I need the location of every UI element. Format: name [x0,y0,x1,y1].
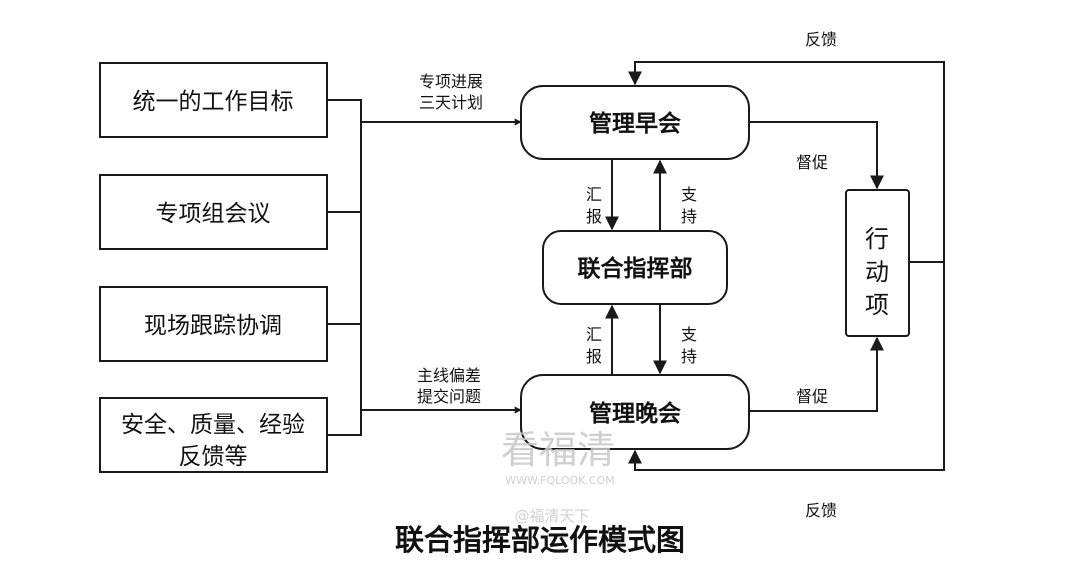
label-support-bottom-1: 支 [681,325,697,344]
label-support-bottom-2: 持 [681,347,697,366]
input-label-safety-line1: 安全、质量、经验 [121,412,305,438]
watermark-name: 看福清 [501,428,615,472]
command-center-box: 联合指挥部 [542,230,728,305]
input-bracket [327,99,522,436]
action-item-box: 行 动 项 [845,189,910,337]
label-feedback-top: 反馈 [805,30,837,49]
morning-meeting-box: 管理早会 [520,85,750,160]
action-label-1: 行 [865,225,889,253]
label-report-bottom-1: 汇 [586,325,602,344]
input-box-goal: 统一的工作目标 [99,62,328,138]
label-three-day-plan: 三天计划 [419,93,483,112]
action-label-3: 项 [865,291,889,319]
watermark: 看福清 WWW.FQLOOK.COM @福清天下 [501,428,615,525]
label-feedback-bottom: 反馈 [805,501,837,520]
label-progress: 专项进展 [419,72,483,91]
input-box-site-tracking: 现场跟踪协调 [99,286,328,362]
arrow-urge-bottom [749,336,884,412]
arrow-urge-top [749,121,884,190]
input-label-safety-line2: 反馈等 [179,444,248,470]
input-label-special-meeting: 专项组会议 [156,201,271,227]
label-urge-bottom: 督促 [796,387,828,406]
label-mainline-deviation: 主线偏差 [417,366,481,385]
morning-meeting-label: 管理早会 [589,110,681,137]
input-box-special-meeting: 专项组会议 [99,174,328,250]
input-label-site-tracking: 现场跟踪协调 [144,313,282,339]
watermark-handle: @福清天下 [514,507,589,525]
label-report-top-1: 汇 [586,185,602,204]
command-center-label: 联合指挥部 [578,255,693,282]
label-submit-issues: 提交问题 [417,387,481,406]
input-label-goal: 统一的工作目标 [133,89,294,115]
arrow-feedback-bottom [628,262,945,471]
watermark-url: WWW.FQLOOK.COM [505,474,614,487]
label-report-top-2: 报 [586,207,602,226]
label-support-top-2: 持 [681,207,697,226]
label-report-bottom-2: 报 [586,347,602,366]
label-urge-top: 督促 [796,153,828,172]
diagram-title: 联合指挥部运作模式图 [395,523,685,557]
evening-meeting-label: 管理晚会 [589,400,681,427]
arrow-feedback-top [628,61,945,263]
action-label-2: 动 [865,258,889,286]
label-support-top-1: 支 [681,185,697,204]
input-box-safety-quality: 安全、质量、经验 反馈等 [99,397,328,473]
